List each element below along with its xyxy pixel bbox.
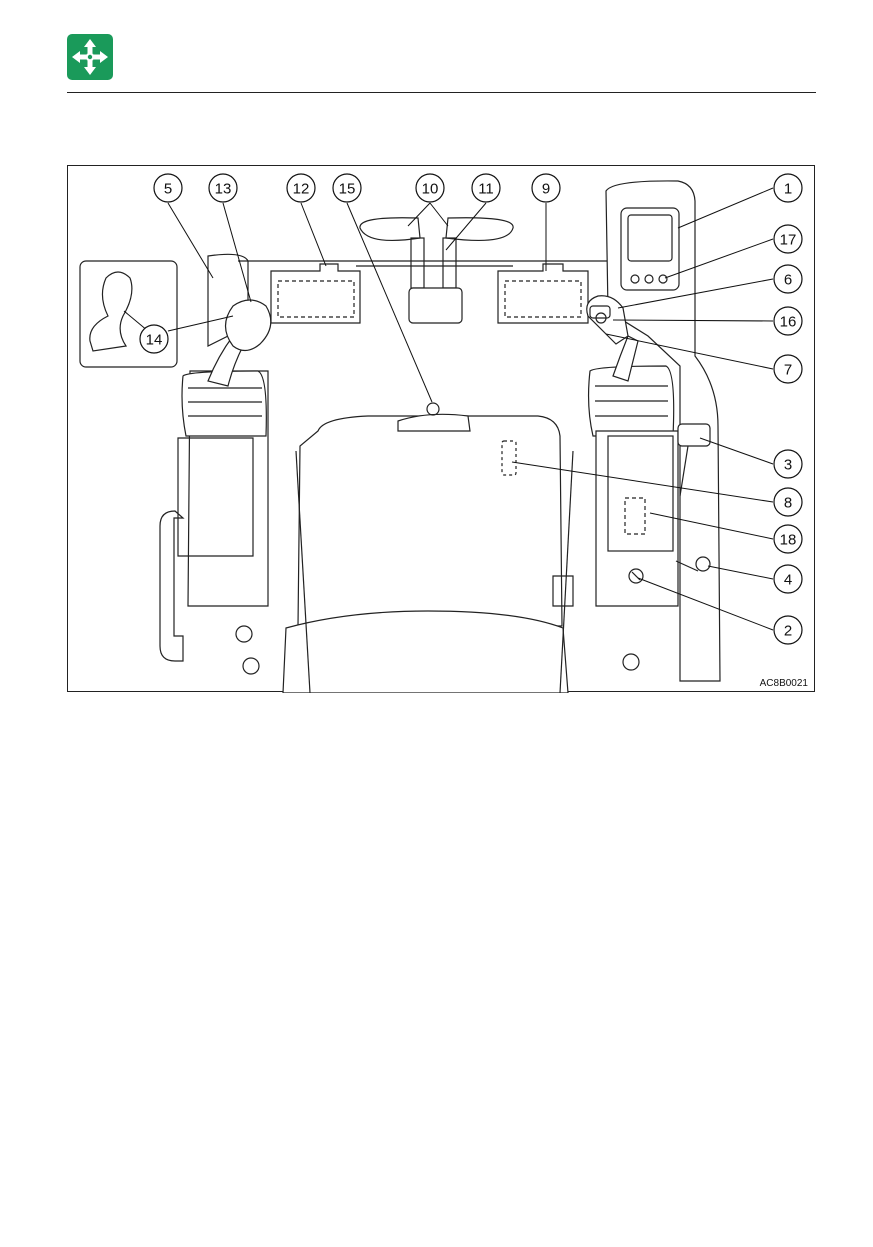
callout-label-18: 18 [780, 532, 797, 549]
operation-arrows-icon [67, 34, 113, 80]
callout-label-13: 13 [215, 181, 232, 198]
callout-label-11: 11 [478, 181, 494, 198]
callout-label-4: 4 [784, 572, 792, 589]
callout-label-7: 7 [784, 362, 792, 379]
callout-label-10: 10 [422, 181, 439, 198]
callout-label-9: 9 [542, 181, 550, 198]
callout-label-17: 17 [780, 232, 797, 249]
callout-label-12: 12 [293, 181, 310, 198]
header-rule [67, 92, 816, 93]
callout-label-16: 16 [780, 314, 797, 331]
callout-label-1: 1 [784, 181, 792, 198]
callout-label-14: 14 [146, 332, 163, 349]
figure-code: AC8B0021 [760, 678, 808, 689]
callout-label-2: 2 [784, 623, 792, 640]
cab-controls-illustration: 1 17 6 16 7 3 8 18 4 2 9 10 11 12 15 5 1… [68, 166, 816, 693]
callout-label-6: 6 [784, 272, 792, 289]
callout-label-8: 8 [784, 495, 792, 512]
operator-cab-figure: 1 17 6 16 7 3 8 18 4 2 9 10 11 12 15 5 1… [67, 165, 815, 692]
callout-label-3: 3 [784, 457, 792, 474]
callout-label-15: 15 [339, 181, 356, 198]
callout-label-5: 5 [164, 181, 172, 198]
